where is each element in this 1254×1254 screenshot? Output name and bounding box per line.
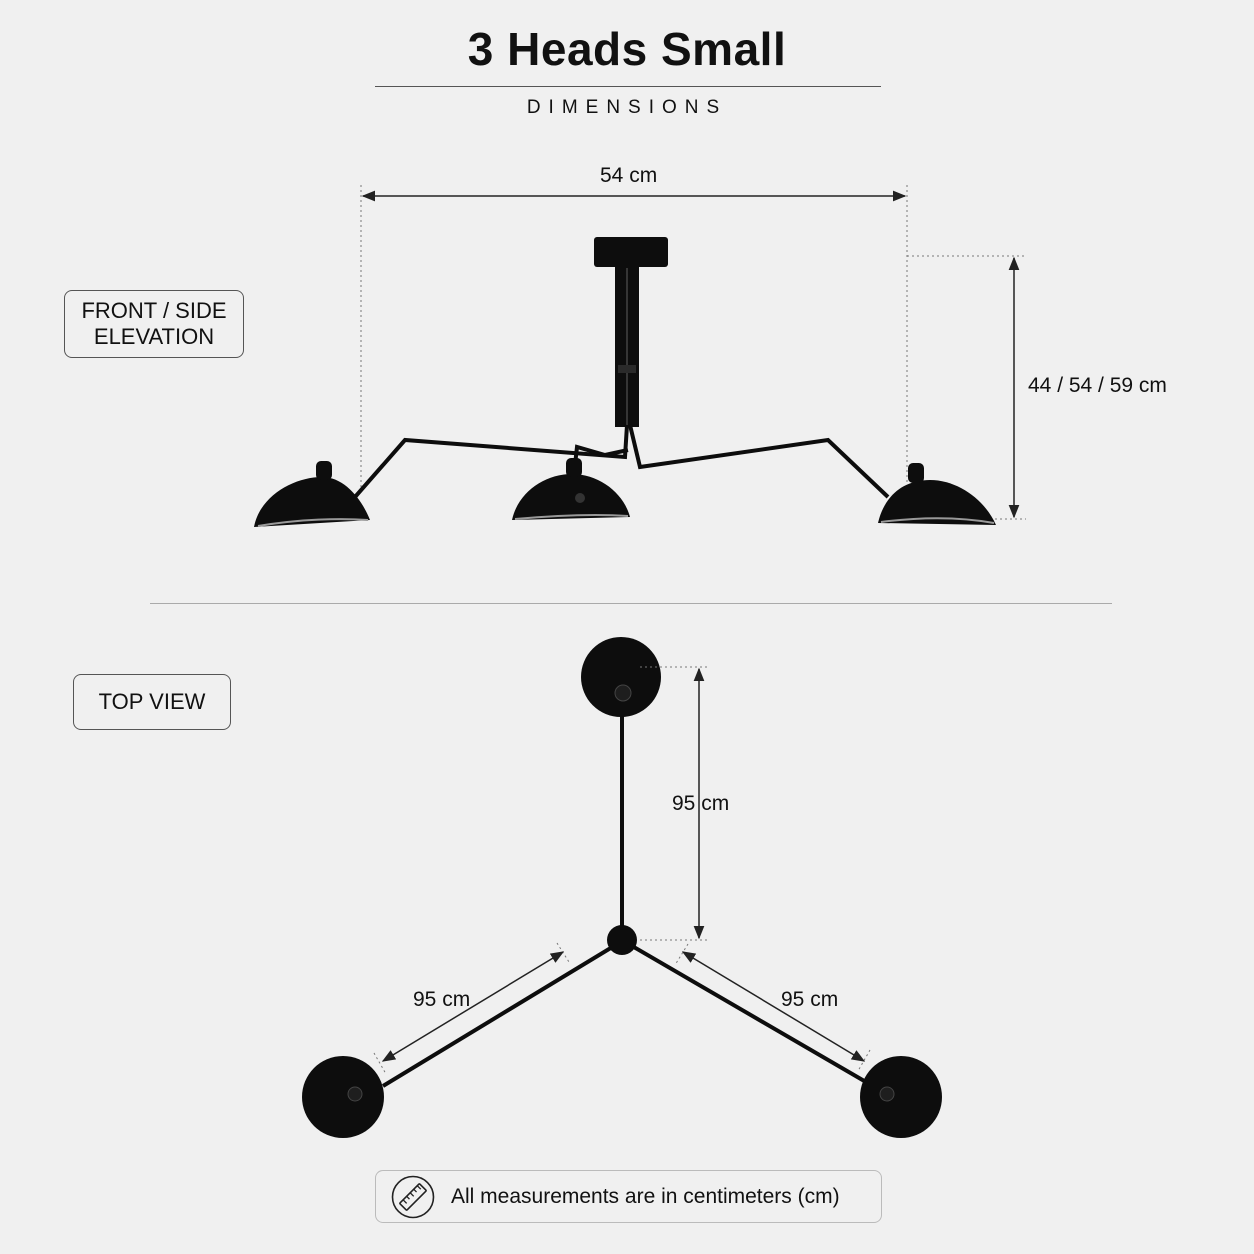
top-arm-dimension: [640, 666, 710, 941]
width-dimension-label: 54 cm: [600, 164, 658, 187]
left-shade: [254, 477, 370, 527]
ceiling-canopy: [594, 237, 668, 267]
front-elevation-label-text: FRONT / SIDE ELEVATION: [81, 298, 227, 349]
center-arm: [573, 444, 629, 466]
page-title: 3 Heads Small: [467, 23, 787, 75]
right-arm: [628, 424, 890, 499]
right-shade: [878, 480, 996, 525]
front-elevation-label: FRONT / SIDE ELEVATION: [64, 290, 244, 358]
right-arm-dimension: [674, 943, 871, 1072]
left-arm-dimension: [373, 942, 570, 1075]
measurement-note: All measurements are in centimeters (cm): [375, 1170, 882, 1223]
top-arm-dimension-label: 95 cm: [672, 792, 730, 815]
top-shade-right: [860, 1056, 942, 1138]
measurement-note-text: All measurements are in centimeters (cm): [451, 1184, 840, 1208]
height-dimension: [907, 255, 1026, 520]
top-hub: [607, 925, 637, 955]
top-shade-left: [302, 1056, 384, 1138]
width-dimension: [360, 185, 908, 495]
section-divider: [150, 603, 1112, 604]
front-lamp: [254, 237, 996, 527]
left-arm-dimension-label: 95 cm: [413, 988, 471, 1011]
page-subtitle: DIMENSIONS: [526, 97, 728, 118]
top-shade-top: [581, 637, 661, 717]
top-view-lamp: [302, 637, 942, 1138]
right-arm-dimension-label: 95 cm: [781, 988, 839, 1011]
ruler-icon: [391, 1175, 435, 1218]
top-view-label: TOP VIEW: [73, 674, 231, 730]
height-dimension-label: 44 / 54 / 59 cm: [1028, 374, 1167, 397]
left-arm: [353, 424, 629, 499]
title-divider: [375, 86, 881, 87]
top-view-label-text: TOP VIEW: [98, 689, 206, 714]
center-shade: [512, 474, 630, 520]
